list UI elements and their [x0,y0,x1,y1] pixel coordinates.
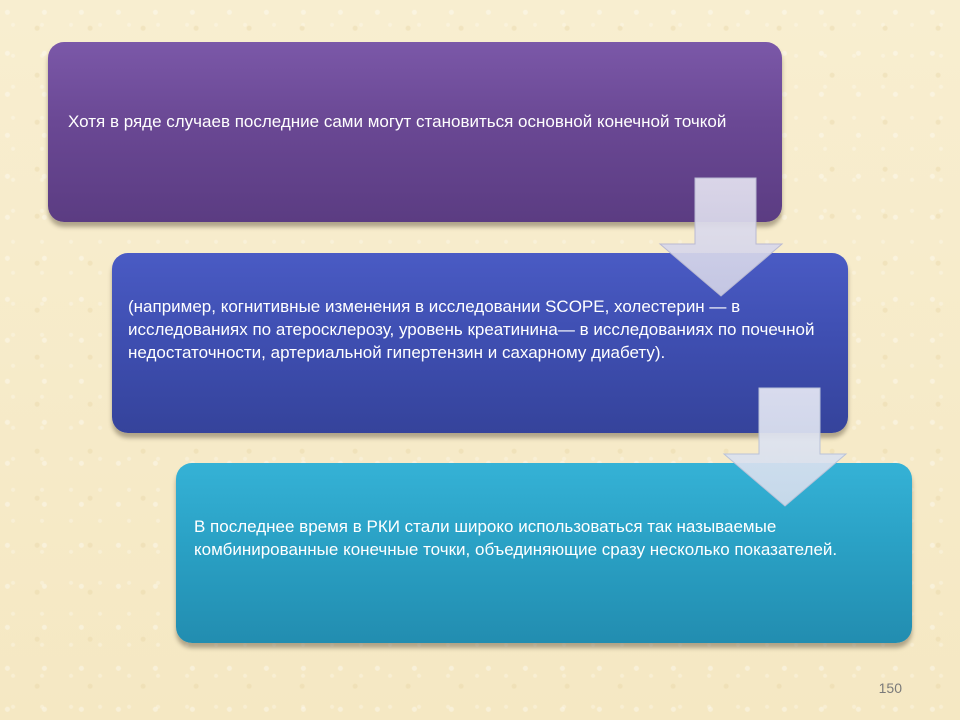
flow-step-3-text: В последнее время в РКИ стали широко исп… [194,517,838,559]
page-number: 150 [878,680,902,696]
arrow-down-icon [658,177,784,297]
arrow-down-icon [722,387,848,507]
flow-step-2: (например, когнитивные изменения в иссле… [112,253,848,433]
flow-step-1: Хотя в ряде случаев последние сами могут… [48,42,782,222]
flow-step-2-text: (например, когнитивные изменения в иссле… [128,297,815,362]
flow-step-1-text: Хотя в ряде случаев последние сами могут… [68,112,727,131]
